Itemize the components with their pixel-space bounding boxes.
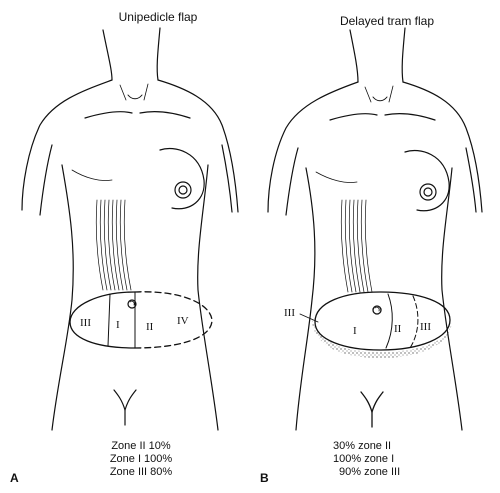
panel-a-title: Unipedicle flap [118, 10, 198, 24]
zone-label-a-iv: IV [177, 315, 189, 327]
zone-label-b-i: I [353, 325, 357, 337]
zone-label-a-iii: III [80, 317, 91, 329]
caption-line: 100% zone I [333, 453, 395, 465]
caption-line: Zone III 80% [109, 466, 173, 478]
panel-b-caption: 30% zone II 100% zone I 90% zone III [333, 440, 443, 479]
caption-line: Zone I 100% [109, 453, 173, 465]
zone-label-a-ii: II [146, 321, 154, 333]
caption-line: Zone II 10% [111, 440, 171, 452]
panel-letter-b: B [260, 471, 269, 485]
zone-label-a-i: I [116, 319, 120, 331]
caption-line: 90% zone III [339, 466, 401, 478]
zone-label-b-ii: II [394, 323, 402, 335]
panel-b-title: Delayed tram flap [339, 14, 435, 28]
torso-b [267, 27, 483, 431]
flap-b [299, 291, 451, 428]
torso-a [21, 27, 239, 431]
caption-line: 30% zone II [333, 440, 392, 452]
zone-label-b-iii-right: III [420, 321, 431, 333]
panel-letter-a: A [10, 471, 19, 485]
panel-a-caption: Zone II 10% Zone I 100% Zone III 80% [86, 440, 196, 479]
flap-shadow-b [312, 318, 452, 358]
zone-label-b-iii-left: III [284, 307, 295, 319]
